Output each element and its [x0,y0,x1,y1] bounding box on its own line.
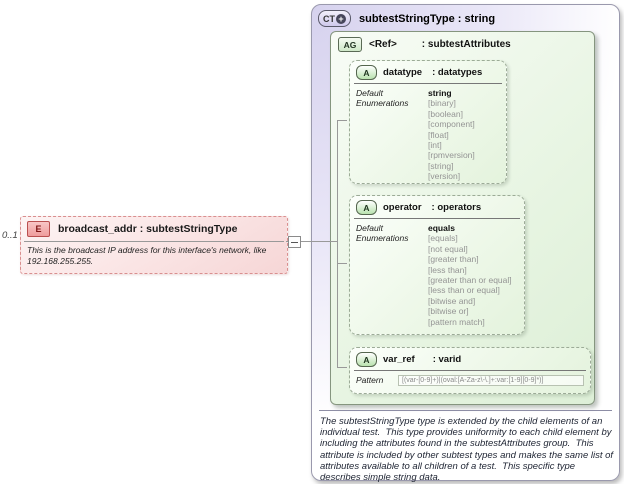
attribute-icon: A [356,352,377,367]
attribute-box-datatype[interactable]: A datatype : datatypes Default string En… [349,60,507,184]
connector-line [337,263,347,264]
facet-pattern-value: [(var-[0-9]+)|(oval:[A-Za-z\-\.]+:var:[1… [398,375,584,386]
attribute-header[interactable]: A var_ref : varid [350,348,590,369]
enumeration-value: [not equal] [428,243,468,254]
facet-label-default: Default [356,88,383,98]
element-header[interactable]: E broadcast_addr : subtestStringType [21,217,287,241]
facet-table: Default equals Enumerations [equals][not… [350,221,524,329]
plus-icon: + [336,13,346,24]
facet-label-default: Default [356,223,383,233]
enumeration-value: [equals] [428,233,458,244]
collapse-toggle[interactable] [288,236,301,248]
attribute-name: var_ref [383,354,415,365]
facet-table: Default string Enumerations [binary][boo… [350,86,506,184]
attribute-type: : datatypes [432,67,483,78]
enumeration-value: [version] [428,171,461,182]
enumeration-value: [string] [428,160,454,171]
minus-icon [291,241,298,243]
connector-line [337,367,347,368]
divider [24,241,284,242]
connector-line [286,241,337,242]
enumeration-value: [boolean] [428,108,463,119]
attribute-type: : operators [431,202,482,213]
enumeration-list: [equals][not equal][greater than][less t… [428,233,518,327]
attribute-name: operator [383,202,422,213]
facet-default-value: string [428,88,452,98]
complex-type-icon-label: CT [323,13,335,24]
facet-label-pattern: Pattern [356,375,384,386]
enumeration-value: [less than] [428,264,467,275]
attribute-icon: A [356,65,377,80]
attribute-box-operator[interactable]: A operator : operators Default equals En… [349,195,525,335]
attribute-header[interactable]: A operator : operators [350,196,524,217]
enumeration-value: [greater than] [428,254,479,265]
attribute-header[interactable]: A datatype : datatypes [350,61,506,82]
enumeration-value: [binary] [428,98,456,109]
enumeration-value: [greater than or equal] [428,275,512,286]
attribute-name: datatype [383,67,423,78]
cardinality-label: 0..1 [2,230,18,241]
element-annotation: This is the broadcast IP address for thi… [27,245,267,266]
enumeration-value: [pattern match] [428,316,485,327]
attribute-type: : varid [432,354,462,365]
enumeration-value: [component] [428,119,475,130]
enumeration-value: [int] [428,140,442,151]
facet-default-value: equals [428,223,455,233]
connector-line [337,120,338,368]
divider [354,83,502,84]
element-box-broadcast-addr[interactable]: E broadcast_addr : subtestStringType Thi… [20,216,288,274]
enumeration-value: [less than or equal] [428,285,500,296]
complex-type-annotation: The subtestStringType type is extended b… [320,416,616,484]
attribute-group-name: : subtestAttributes [421,39,511,50]
element-icon: E [27,221,50,237]
element-title: broadcast_addr : subtestStringType [58,223,238,235]
attribute-group-icon: AG [338,37,362,52]
divider [354,370,586,371]
complex-type-icon: CT + [318,10,351,27]
complex-type-title: subtestStringType : string [359,13,496,25]
complex-type-header[interactable]: CT + subtestStringType : string [318,10,495,27]
enumeration-value: [bitwise and] [428,295,476,306]
attribute-group-header[interactable]: AG <Ref> : subtestAttributes [331,32,594,52]
attribute-group-box[interactable]: AG <Ref> : subtestAttributes A datatype … [330,31,595,405]
enumeration-value: [float] [428,129,449,140]
attribute-icon: A [356,200,377,215]
enumeration-value: [rpmversion] [428,150,475,161]
facet-table: Pattern [(var-[0-9]+)|(oval:[A-Za-z\-\.]… [350,373,590,388]
facet-label-enumerations: Enumerations [356,98,409,109]
attribute-box-var-ref[interactable]: A var_ref : varid Pattern [(var-[0-9]+)|… [349,347,591,394]
facet-label-enumerations: Enumerations [356,233,409,244]
enumeration-list: [binary][boolean][component][float][int]… [428,98,500,181]
divider [354,218,520,219]
enumeration-value: [bitwise or] [428,306,469,317]
connector-line [337,120,347,121]
divider [319,410,612,411]
attribute-group-ref: <Ref> [369,39,397,50]
complex-type-box[interactable]: CT + subtestStringType : string AG <Ref>… [311,4,620,484]
